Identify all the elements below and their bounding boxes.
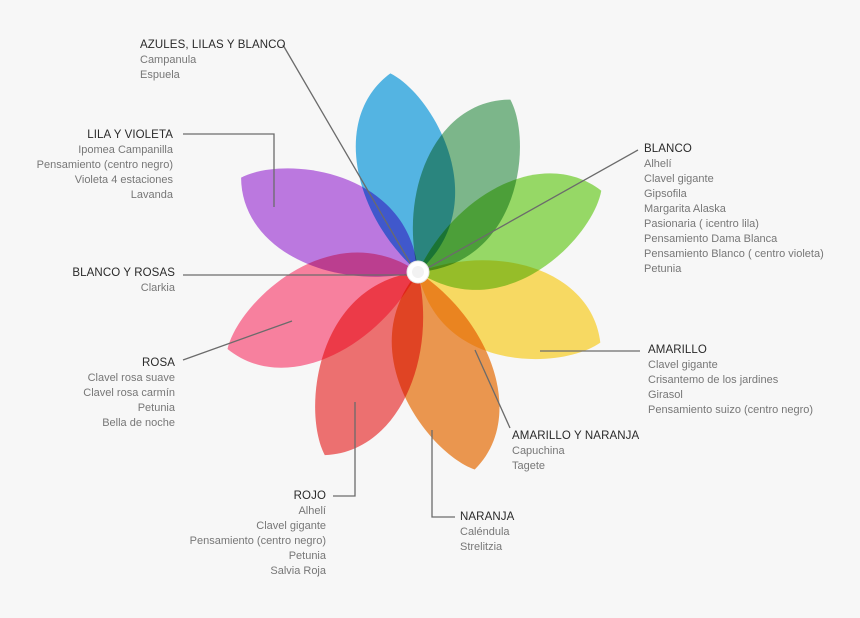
group-item: Caléndula <box>460 526 510 538</box>
group-item: Petunia <box>644 263 682 275</box>
group-item: Pensamiento suizo (centro negro) <box>648 404 814 416</box>
group-item: Clarkia <box>140 282 175 294</box>
group-title: NARANJA <box>460 511 515 523</box>
group-item: Espuela <box>140 69 180 81</box>
group-item: Clavel rosa carmín <box>83 387 175 399</box>
group-title: BLANCO Y ROSAS <box>72 267 175 279</box>
group-blanco-rosas: BLANCO Y ROSAS Clarkia <box>72 266 175 296</box>
leader-azules <box>282 44 414 269</box>
leader-lila <box>183 133 275 207</box>
group-item: Tagete <box>512 460 546 472</box>
group-item: Ipomea Campanilla <box>78 144 173 156</box>
group-item: Girasol <box>648 389 683 401</box>
group-item: Clavel gigante <box>644 173 714 185</box>
leader-rojo <box>333 402 356 497</box>
group-item: Bella de noche <box>102 417 175 429</box>
group-blanco: BLANCO Alhelí Clavel gigante Gipsofila M… <box>644 142 824 277</box>
group-rosa: ROSA Clavel rosa suave Clavel rosa carmí… <box>83 356 175 431</box>
group-item: Gipsofila <box>644 188 687 200</box>
group-item: Margarita Alaska <box>644 203 726 215</box>
leader-blanco <box>423 149 639 271</box>
group-title: ROJO <box>293 490 326 502</box>
group-item: Alhelí <box>298 505 326 517</box>
petal-pink <box>227 252 418 368</box>
group-item: Lavanda <box>130 189 173 201</box>
group-item: Pensamiento (centro negro) <box>189 535 326 547</box>
group-item: Campanula <box>140 54 197 66</box>
group-title: AMARILLO Y NARANJA <box>512 430 640 442</box>
group-item: Pensamiento (centro negro) <box>36 159 173 171</box>
group-item: Alhelí <box>644 158 672 170</box>
group-lila: LILA Y VIOLETA Ipomea Campanilla Pensami… <box>37 128 173 203</box>
group-title: BLANCO <box>644 143 692 155</box>
group-item: Salvia Roja <box>270 565 326 577</box>
group-title: LILA Y VIOLETA <box>87 129 173 141</box>
group-item: Capuchina <box>512 445 565 457</box>
flower-center-inner <box>412 266 424 278</box>
group-naranja: NARANJA Caléndula Strelitzia <box>460 510 514 555</box>
leader-lines <box>182 44 640 518</box>
group-item: Clavel gigante <box>256 520 326 532</box>
group-item: Clavel rosa suave <box>87 372 175 384</box>
leader-naranja <box>431 430 455 518</box>
group-item: Petunia <box>137 402 175 414</box>
group-amarillo-naranja: AMARILLO Y NARANJA Capuchina Tagete <box>512 429 639 474</box>
petal-lime <box>418 173 602 290</box>
petals <box>227 73 602 470</box>
group-title: AMARILLO <box>648 344 707 356</box>
group-item: Strelitzia <box>460 541 503 553</box>
group-item: Petunia <box>288 550 326 562</box>
group-item: Violeta 4 estaciones <box>74 174 173 186</box>
group-title: AZULES, LILAS Y BLANCO <box>140 39 286 51</box>
group-item: Crisantemo de los jardines <box>648 374 779 386</box>
group-azules: AZULES, LILAS Y BLANCO Campanula Espuela <box>140 38 286 83</box>
petal-purple <box>241 168 418 277</box>
group-title: ROSA <box>142 357 175 369</box>
group-item: Pasionaria ( icentro lila) <box>644 218 759 230</box>
group-item: Clavel gigante <box>648 359 718 371</box>
group-amarillo: AMARILLO Clavel gigante Crisantemo de lo… <box>648 343 813 418</box>
group-item: Pensamiento Dama Blanca <box>644 233 778 245</box>
leader-amarillo-naranja <box>474 349 511 429</box>
leader-rosa <box>182 320 293 361</box>
group-item: Pensamiento Blanco ( centro violeta) <box>644 248 824 260</box>
group-rojo: ROJO Alhelí Clavel gigante Pensamiento (… <box>190 489 326 579</box>
